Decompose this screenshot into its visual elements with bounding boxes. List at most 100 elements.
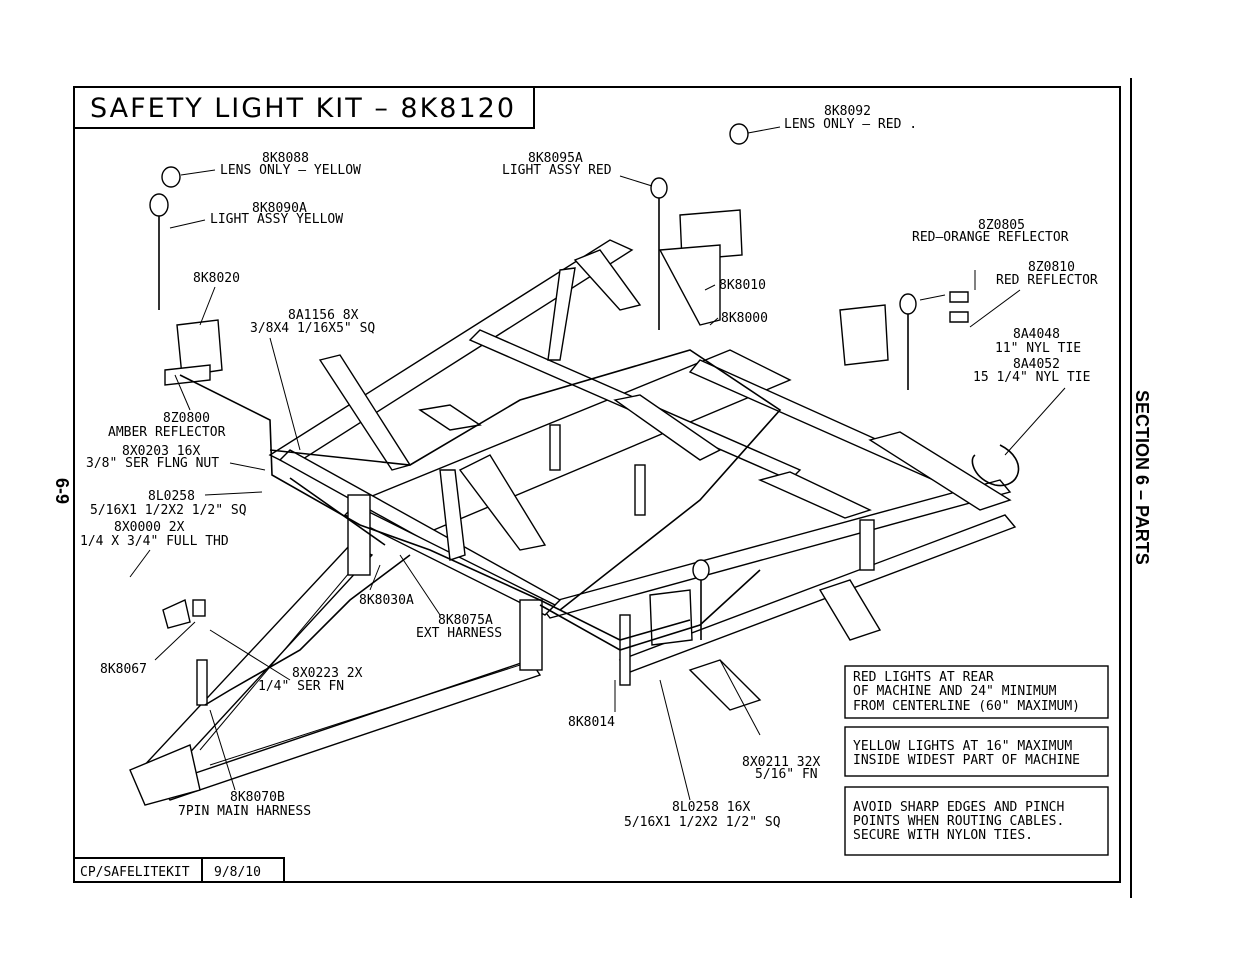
callout-8A1156: 8A1156 8X 3/8X4 1/16X5" SQ [250, 308, 375, 336]
svg-text:8A4052: 8A4052 [1013, 357, 1060, 372]
callout-8X0211: 8X0211 32X 5/16" FN [742, 755, 820, 782]
svg-text:AVOID SHARP EDGES AND PINCH: AVOID SHARP EDGES AND PINCH [853, 800, 1064, 815]
svg-text:8X0000 2X: 8X0000 2X [114, 520, 185, 535]
svg-text:8K8095A: 8K8095A [528, 151, 583, 166]
svg-text:8K8070B: 8K8070B [230, 790, 285, 805]
svg-text:8Z0810: 8Z0810 [1028, 260, 1075, 275]
svg-text:8Z0805: 8Z0805 [978, 218, 1025, 233]
svg-text:OF MACHINE AND 24" MINIMUM: OF MACHINE AND 24" MINIMUM [853, 684, 1057, 699]
svg-text:5/16X1 1/2X2 1/2" SQ: 5/16X1 1/2X2 1/2" SQ [624, 815, 781, 830]
callout-8Z0800: 8Z0800 AMBER REFLECTOR [108, 411, 226, 440]
svg-text:11" NYL TIE: 11" NYL TIE [995, 341, 1081, 356]
svg-text:LENS ONLY – YELLOW: LENS ONLY – YELLOW [220, 163, 361, 178]
callout-8Z0810: 8Z0810 RED REFLECTOR [996, 260, 1098, 288]
svg-text:AMBER REFLECTOR: AMBER REFLECTOR [108, 425, 226, 440]
nylon-tie-icon [971, 444, 1020, 487]
diagram-title: SAFETY LIGHT KIT – 8K8120 [90, 93, 516, 124]
svg-text:8K8092: 8K8092 [824, 104, 871, 119]
svg-text:FROM CENTERLINE (60" MAXIMUM): FROM CENTERLINE (60" MAXIMUM) [853, 699, 1080, 714]
drawing-border [73, 86, 1121, 883]
svg-text:8K8090A: 8K8090A [252, 201, 307, 216]
callout-8K8030A: 8K8030A [359, 593, 414, 608]
svg-text:5/16X1 1/2X2 1/2" SQ: 5/16X1 1/2X2 1/2" SQ [90, 503, 247, 518]
svg-text:8X0223 2X: 8X0223 2X [292, 666, 363, 681]
svg-text:EXT HARNESS: EXT HARNESS [416, 626, 502, 641]
section-title: SECTION 6 – PARTS [1132, 390, 1152, 565]
drawing-date: 9/8/10 [214, 865, 261, 880]
callout-8K8020: 8K8020 [193, 271, 240, 286]
title-box [73, 86, 535, 129]
svg-text:3/8" SER FLNG NUT: 3/8" SER FLNG NUT [86, 456, 219, 471]
svg-text:8K8030A: 8K8030A [359, 593, 414, 608]
svg-text:RED–ORANGE REFLECTOR: RED–ORANGE REFLECTOR [912, 230, 1069, 245]
machine-frame [129, 239, 1017, 806]
red-light-icon [650, 177, 668, 199]
callout-8K8075A: 8K8075A EXT HARNESS [416, 613, 502, 641]
yellow-light-icon [149, 193, 169, 217]
svg-text:RED REFLECTOR: RED REFLECTOR [996, 273, 1098, 288]
svg-text:15 1/4" NYL TIE: 15 1/4" NYL TIE [973, 370, 1090, 385]
svg-text:1/4" SER FN: 1/4" SER FN [258, 679, 344, 694]
callout-8X0000: 8X0000 2X 1/4 X 3/4" FULL THD [80, 520, 229, 549]
svg-text:LIGHT ASSY YELLOW: LIGHT ASSY YELLOW [210, 212, 343, 227]
drawing-id: CP/SAFELITEKIT [80, 865, 190, 880]
svg-text:8L0258 16X: 8L0258 16X [672, 800, 750, 815]
svg-text:POINTS WHEN ROUTING CABLES.: POINTS WHEN ROUTING CABLES. [853, 814, 1064, 829]
harness-cables [179, 349, 782, 706]
svg-text:8L0258: 8L0258 [148, 489, 195, 504]
svg-text:RED LIGHTS AT REAR: RED LIGHTS AT REAR [853, 670, 994, 685]
svg-text:8A1156 8X: 8A1156 8X [288, 308, 359, 323]
light-components [149, 123, 1020, 706]
callout-8X0223: 8X0223 2X 1/4" SER FN [258, 666, 363, 694]
svg-text:3/8X4 1/16X5" SQ: 3/8X4 1/16X5" SQ [250, 321, 375, 336]
svg-text:8K8020: 8K8020 [193, 271, 240, 286]
svg-text:8K8000: 8K8000 [721, 311, 768, 326]
svg-text:8A4048: 8A4048 [1013, 327, 1060, 342]
svg-text:8Z0800: 8Z0800 [163, 411, 210, 426]
callout-8K8090A: 8K8090A LIGHT ASSY YELLOW [210, 201, 343, 227]
callout-8Z0805: 8Z0805 RED–ORANGE REFLECTOR [912, 218, 1069, 245]
yellow-light-rear-icon [692, 559, 710, 581]
svg-text:8X0203 16X: 8X0203 16X [122, 444, 200, 459]
callout-8K8010: 8K8010 [719, 278, 766, 293]
note-red-lights: RED LIGHTS AT REAR OF MACHINE AND 24" MI… [844, 665, 1109, 719]
svg-text:8K8014: 8K8014 [568, 715, 615, 730]
callout-8K8092: 8K8092 LENS ONLY – RED . [784, 104, 917, 132]
svg-text:8K8088: 8K8088 [262, 151, 309, 166]
connector-icon [192, 599, 206, 617]
svg-text:8K8067: 8K8067 [100, 662, 147, 677]
svg-text:1/4 X 3/4" FULL THD: 1/4 X 3/4" FULL THD [80, 534, 229, 549]
leader-lines [129, 126, 1066, 801]
callout-8K8088: 8K8088 LENS ONLY – YELLOW [220, 151, 361, 178]
red-lens-icon [729, 123, 749, 145]
svg-text:LENS ONLY – RED .: LENS ONLY – RED . [784, 117, 917, 132]
mounting-bracket-icon [162, 599, 191, 629]
callout-8K8070B: 8K8070B 7PIN MAIN HARNESS [178, 790, 311, 819]
red-orange-reflector-icon [949, 291, 969, 303]
page-number: 6-9 [52, 478, 72, 504]
svg-text:8X0211 32X: 8X0211 32X [742, 755, 820, 770]
callout-8K8014: 8K8014 [568, 715, 615, 730]
callout-8K8000: 8K8000 [721, 311, 768, 326]
callout-8X0203: 8X0203 16X 3/8" SER FLNG NUT [86, 444, 219, 471]
red-light-right-icon [899, 293, 917, 315]
svg-text:INSIDE WIDEST PART OF MACHINE: INSIDE WIDEST PART OF MACHINE [853, 753, 1080, 768]
note-yellow-lights: YELLOW LIGHTS AT 16" MAXIMUM INSIDE WIDE… [844, 726, 1109, 777]
svg-text:5/16" FN: 5/16" FN [755, 767, 818, 782]
note-routing-cables: AVOID SHARP EDGES AND PINCH POINTS WHEN … [844, 786, 1109, 856]
callout-8K8095A: 8K8095A LIGHT ASSY RED [502, 151, 612, 178]
footer-box [73, 857, 285, 883]
svg-text:8K8010: 8K8010 [719, 278, 766, 293]
callout-8A4048: 8A4048 11" NYL TIE 8A4052 15 1/4" NYL TI… [973, 327, 1090, 385]
yellow-lens-icon [161, 166, 181, 188]
svg-text:LIGHT ASSY RED: LIGHT ASSY RED [502, 163, 612, 178]
svg-text:8K8075A: 8K8075A [438, 613, 493, 628]
svg-text:7PIN MAIN HARNESS: 7PIN MAIN HARNESS [178, 804, 311, 819]
svg-text:SECURE WITH NYLON TIES.: SECURE WITH NYLON TIES. [853, 828, 1033, 843]
callout-8L0258-a: 8L0258 5/16X1 1/2X2 1/2" SQ [90, 489, 247, 518]
red-reflector-icon [949, 311, 969, 323]
callout-8L0258-b: 8L0258 16X 5/16X1 1/2X2 1/2" SQ [624, 800, 781, 830]
callout-8K8067: 8K8067 [100, 662, 147, 677]
svg-text:YELLOW LIGHTS AT 16" MAXIMUM: YELLOW LIGHTS AT 16" MAXIMUM [853, 739, 1072, 754]
